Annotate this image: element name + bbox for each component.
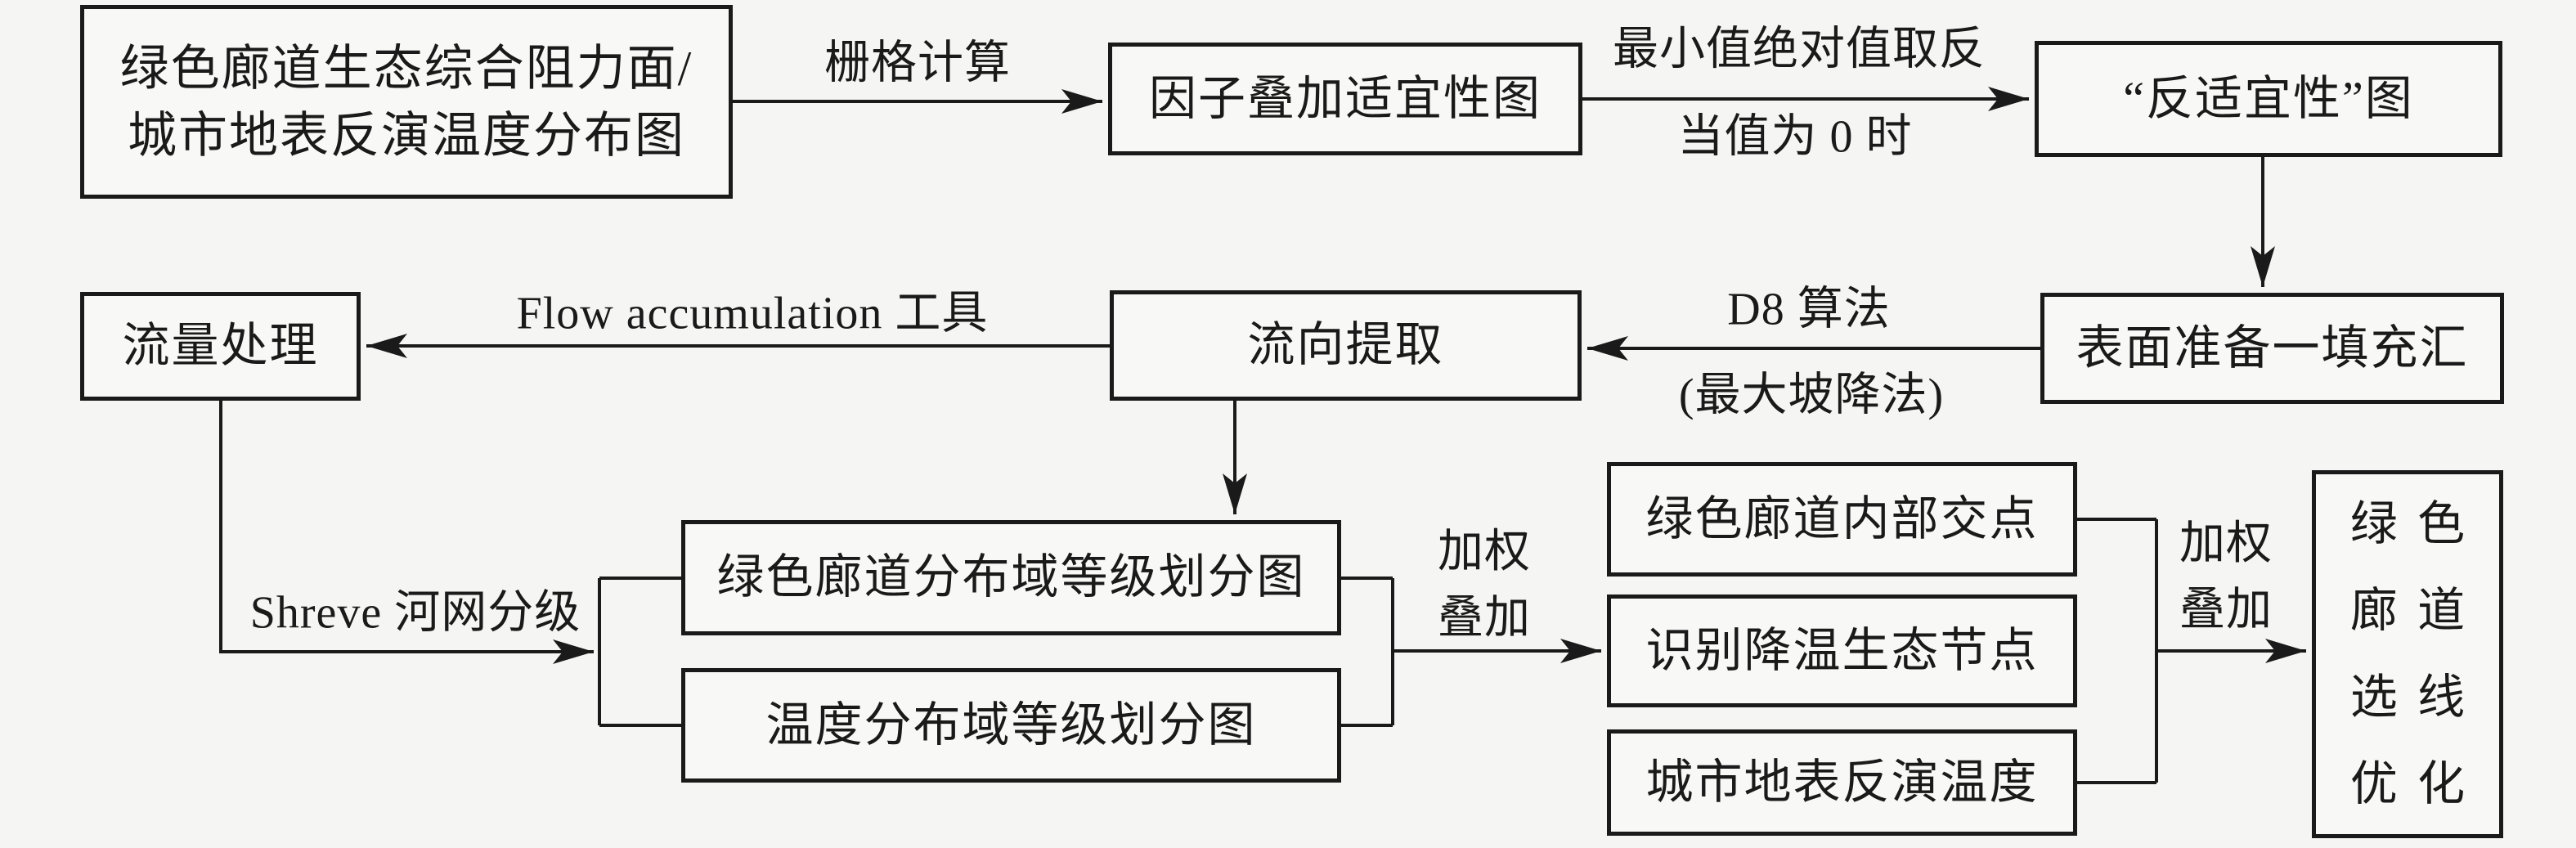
node-cooling-nodes: 识别降温生态节点 bbox=[1607, 594, 2077, 707]
edge-label-weighted-overlay-2-line2: 叠加 bbox=[2179, 585, 2273, 635]
edge-label-d8-top: D8 算法 bbox=[1727, 284, 1891, 335]
bracket-right bbox=[2077, 518, 2158, 784]
node-surface-fill: 表面准备一填充汇 bbox=[2040, 293, 2504, 404]
node-route-optimization-row4: 优化 bbox=[2349, 757, 2485, 810]
node-route-optimization: 绿色 廊道 选线 优化 bbox=[2312, 470, 2503, 838]
edge-label-flow-accumulation: Flow accumulation 工具 bbox=[516, 288, 989, 339]
node-surface-temperature: 城市地表反演温度 bbox=[1607, 729, 2077, 836]
edge-label-d8-bottom: (最大坡降法) bbox=[1678, 370, 1945, 421]
bracket-left bbox=[598, 577, 681, 727]
node-factor-overlay: 因子叠加适宜性图 bbox=[1108, 43, 1582, 155]
node-cooling-nodes-label: 识别降温生态节点 bbox=[1645, 623, 2039, 677]
edge-label-min-abs-top: 最小值绝对值取反 bbox=[1613, 24, 1986, 75]
node-route-optimization-row1: 绿色 bbox=[2349, 497, 2485, 550]
node-corridor-nodes: 绿色廊道内部交点 bbox=[1607, 462, 2077, 577]
node-resistance-source-line2: 城市地表反演温度分布图 bbox=[128, 108, 685, 163]
node-surface-temperature-label: 城市地表反演温度 bbox=[1645, 755, 2039, 809]
edge-label-raster-calc: 栅格计算 bbox=[824, 38, 1011, 89]
node-temperature-grading: 温度分布域等级划分图 bbox=[681, 668, 1341, 783]
edge-label-min-abs-bottom: 当值为 0 时 bbox=[1677, 111, 1913, 163]
edge-label-weighted-overlay-1: 加权 叠加 bbox=[1438, 519, 1531, 652]
node-temperature-grading-label: 温度分布域等级划分图 bbox=[765, 698, 1257, 752]
node-corridor-grading-label: 绿色廊道分布域等级划分图 bbox=[716, 550, 1306, 604]
node-flow-direction: 流向提取 bbox=[1110, 290, 1582, 401]
edge-shreve bbox=[219, 401, 594, 664]
node-corridor-nodes-label: 绿色廊道内部交点 bbox=[1645, 491, 2039, 545]
node-resistance-source-line1: 绿色廊道生态综合阻力面/ bbox=[119, 41, 693, 96]
edge-label-weighted-overlay-1-line1: 加权 bbox=[1438, 527, 1531, 577]
node-surface-fill-label: 表面准备一填充汇 bbox=[2076, 321, 2469, 375]
edge-label-weighted-overlay-1-line2: 叠加 bbox=[1438, 593, 1531, 644]
node-route-optimization-row2: 廊道 bbox=[2349, 584, 2485, 637]
node-anti-suitability: “反适宜性”图 bbox=[2035, 41, 2502, 157]
node-route-optimization-row3: 选线 bbox=[2349, 671, 2485, 724]
node-resistance-source: 绿色廊道生态综合阻力面/ 城市地表反演温度分布图 bbox=[80, 5, 733, 199]
node-flow-direction-label: 流向提取 bbox=[1247, 318, 1444, 372]
node-factor-overlay-label: 因子叠加适宜性图 bbox=[1148, 71, 1542, 125]
edge-label-weighted-overlay-2: 加权 叠加 bbox=[2179, 511, 2273, 644]
node-flow-processing-label: 流量处理 bbox=[122, 319, 319, 373]
node-corridor-grading: 绿色廊道分布域等级划分图 bbox=[681, 520, 1341, 635]
node-anti-suitability-label: “反适宜性”图 bbox=[2123, 71, 2414, 125]
node-flow-processing: 流量处理 bbox=[80, 292, 361, 401]
edge-label-weighted-overlay-2-line1: 加权 bbox=[2179, 518, 2273, 569]
edge-label-shreve: Shreve 河网分级 bbox=[249, 587, 581, 639]
bracket-mid bbox=[1341, 577, 1394, 727]
